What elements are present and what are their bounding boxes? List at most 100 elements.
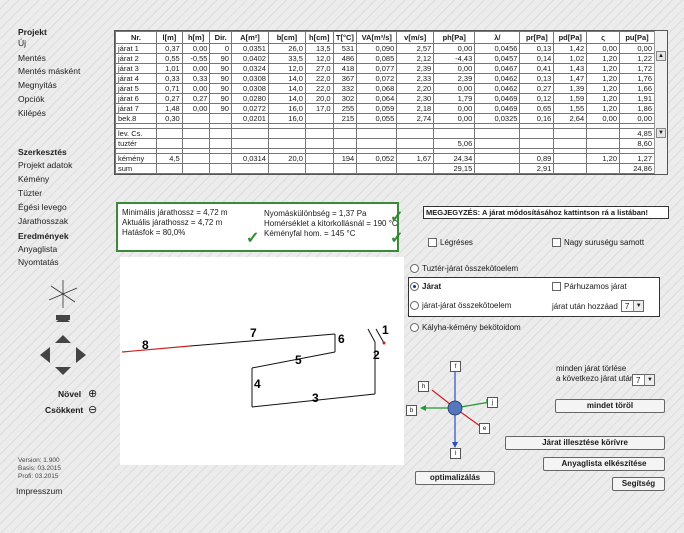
table-cell: 1,20: [586, 153, 620, 164]
segment-7[interactable]: [189, 333, 336, 347]
zoom-in-icon[interactable]: ⊕: [88, 388, 98, 400]
table-cell: 0,37: [156, 43, 183, 54]
table-row[interactable]: lev. Cs.4,85: [115, 128, 655, 139]
samott-label: Nagy suruségu samott: [564, 238, 645, 247]
menu-item-mentes-maskent[interactable]: Mentés másként: [18, 66, 81, 76]
scroll-up-icon[interactable]: ▲: [656, 51, 666, 61]
zoom-in-label[interactable]: Növel: [58, 389, 82, 399]
menu-item-megnyitas[interactable]: Megnyitás: [18, 80, 57, 90]
table-cell: [586, 163, 620, 174]
menu-item-opciok[interactable]: Opciók: [18, 94, 45, 104]
menu-item-nyomtatas[interactable]: Nyomtatás: [18, 257, 59, 267]
optimalizalas-button[interactable]: optimalizálás: [415, 471, 495, 485]
table-cell: 1,02: [553, 53, 588, 64]
menu-item-jarathosszak[interactable]: Járathosszak: [18, 216, 69, 226]
flue-path-drawing[interactable]: 8 7 6 5 4 3 2 1: [120, 257, 404, 465]
tuzter-jarat-radio[interactable]: Tuztér-járat összekötoelem: [410, 264, 518, 273]
segment-1[interactable]: [375, 328, 385, 344]
mindet-torol-button[interactable]: mindet töröl: [555, 399, 665, 413]
menu-item-szerkesztes[interactable]: Szerkesztés: [18, 147, 67, 157]
direction-axis-widget: [420, 366, 492, 448]
torles-select-box[interactable]: 7▼: [632, 374, 656, 386]
menu-item-eredmenyek[interactable]: Eredmények: [18, 231, 69, 241]
table-cell: 0,085: [356, 53, 398, 64]
jarat-utan-select[interactable]: 7▼: [620, 300, 645, 312]
table-cell: 0,0314: [230, 153, 269, 164]
table-cell: 194: [332, 153, 358, 164]
table-cell: 0,0308: [230, 73, 269, 84]
kalyha-radio[interactable]: Kályha-kémény bekötoidom: [410, 323, 521, 332]
table-cell: 2,39: [396, 63, 435, 74]
radio-circle[interactable]: [410, 323, 419, 332]
checkbox-box[interactable]: [552, 282, 561, 291]
table-scrollbar[interactable]: ▲ ▼: [654, 31, 667, 174]
axis-f-button[interactable]: f: [450, 361, 461, 372]
table-cell: 2,39: [433, 73, 476, 84]
zoom-out-label[interactable]: Csökkent: [45, 405, 84, 415]
legreses-checkbox[interactable]: Légréses: [428, 238, 473, 247]
menu-item-tuzter[interactable]: Tüzter: [18, 188, 43, 198]
illesztes-button[interactable]: Járat illesztése körívre: [505, 436, 665, 450]
torles-select[interactable]: 7▼: [632, 374, 656, 386]
axis-b-button[interactable]: b: [406, 405, 417, 416]
segment-5[interactable]: [251, 351, 336, 369]
chevron-down-icon[interactable]: ▼: [633, 301, 644, 311]
anyaglista-button[interactable]: Anyaglista elkészítése: [543, 457, 665, 471]
axis-e-button[interactable]: e: [479, 423, 490, 434]
menu-item-uj[interactable]: Új: [18, 38, 27, 48]
segment-8[interactable]: [121, 345, 191, 353]
menu-projekt-title[interactable]: Projekt: [18, 27, 47, 37]
table-cell: [267, 138, 306, 149]
menu-item-kilepes[interactable]: Kilépés: [18, 108, 46, 118]
jarat-radio[interactable]: Járat: [410, 282, 441, 291]
radio-circle[interactable]: [410, 301, 419, 310]
radio-circle[interactable]: [410, 264, 419, 273]
table-cell: 90: [209, 103, 232, 114]
menu-item-projekt-adatok[interactable]: Projekt adatok: [18, 160, 73, 170]
drawing-canvas[interactable]: 8 7 6 5 4 3 2 1: [120, 257, 404, 465]
menu-item-mentes[interactable]: Mentés: [18, 53, 46, 63]
table-cell: [230, 138, 269, 149]
table-cell: 0,27: [181, 93, 211, 104]
parhuzamos-checkbox[interactable]: Párhuzamos járat: [552, 282, 627, 291]
segment-3[interactable]: [251, 393, 376, 408]
menu-item-egesi-levego[interactable]: Égési levego: [18, 202, 67, 212]
table-cell: járat 2: [115, 53, 158, 64]
segment-2b[interactable]: [367, 328, 376, 343]
scroll-down-icon[interactable]: ▼: [656, 128, 666, 138]
impressum-link[interactable]: Impresszum: [16, 486, 63, 496]
table-cell: 0,0280: [230, 93, 269, 104]
efficiency-text: Hatásfok = 80,0%: [122, 228, 186, 237]
segitseg-button[interactable]: Segítség: [612, 477, 665, 491]
axis-j-button[interactable]: j: [487, 397, 498, 408]
table-cell: 16,0: [267, 113, 306, 124]
jarat-jarat-radio[interactable]: járat-járat összekötoelem: [410, 301, 511, 310]
table-cell: [332, 128, 358, 139]
menu-item-kemeny[interactable]: Kémény: [18, 174, 50, 184]
radio-circle-selected[interactable]: [410, 282, 419, 291]
table-cell: 1,20: [586, 93, 620, 104]
check-icon: ✓: [390, 209, 404, 226]
table-cell: járat 1: [115, 43, 158, 54]
checkbox-box[interactable]: [428, 238, 437, 247]
samott-checkbox[interactable]: Nagy suruségu samott: [552, 238, 644, 247]
checkbox-box[interactable]: [552, 238, 561, 247]
table-cell: 531: [332, 43, 358, 54]
axis-h-button[interactable]: h: [418, 381, 429, 392]
chevron-down-icon[interactable]: ▼: [644, 375, 655, 385]
menu-item-anyaglista[interactable]: Anyaglista: [18, 244, 58, 254]
table-cell: 0,12: [519, 93, 555, 104]
zoom-out-icon[interactable]: ⊖: [88, 404, 98, 416]
axis-l-button[interactable]: l: [450, 448, 461, 459]
